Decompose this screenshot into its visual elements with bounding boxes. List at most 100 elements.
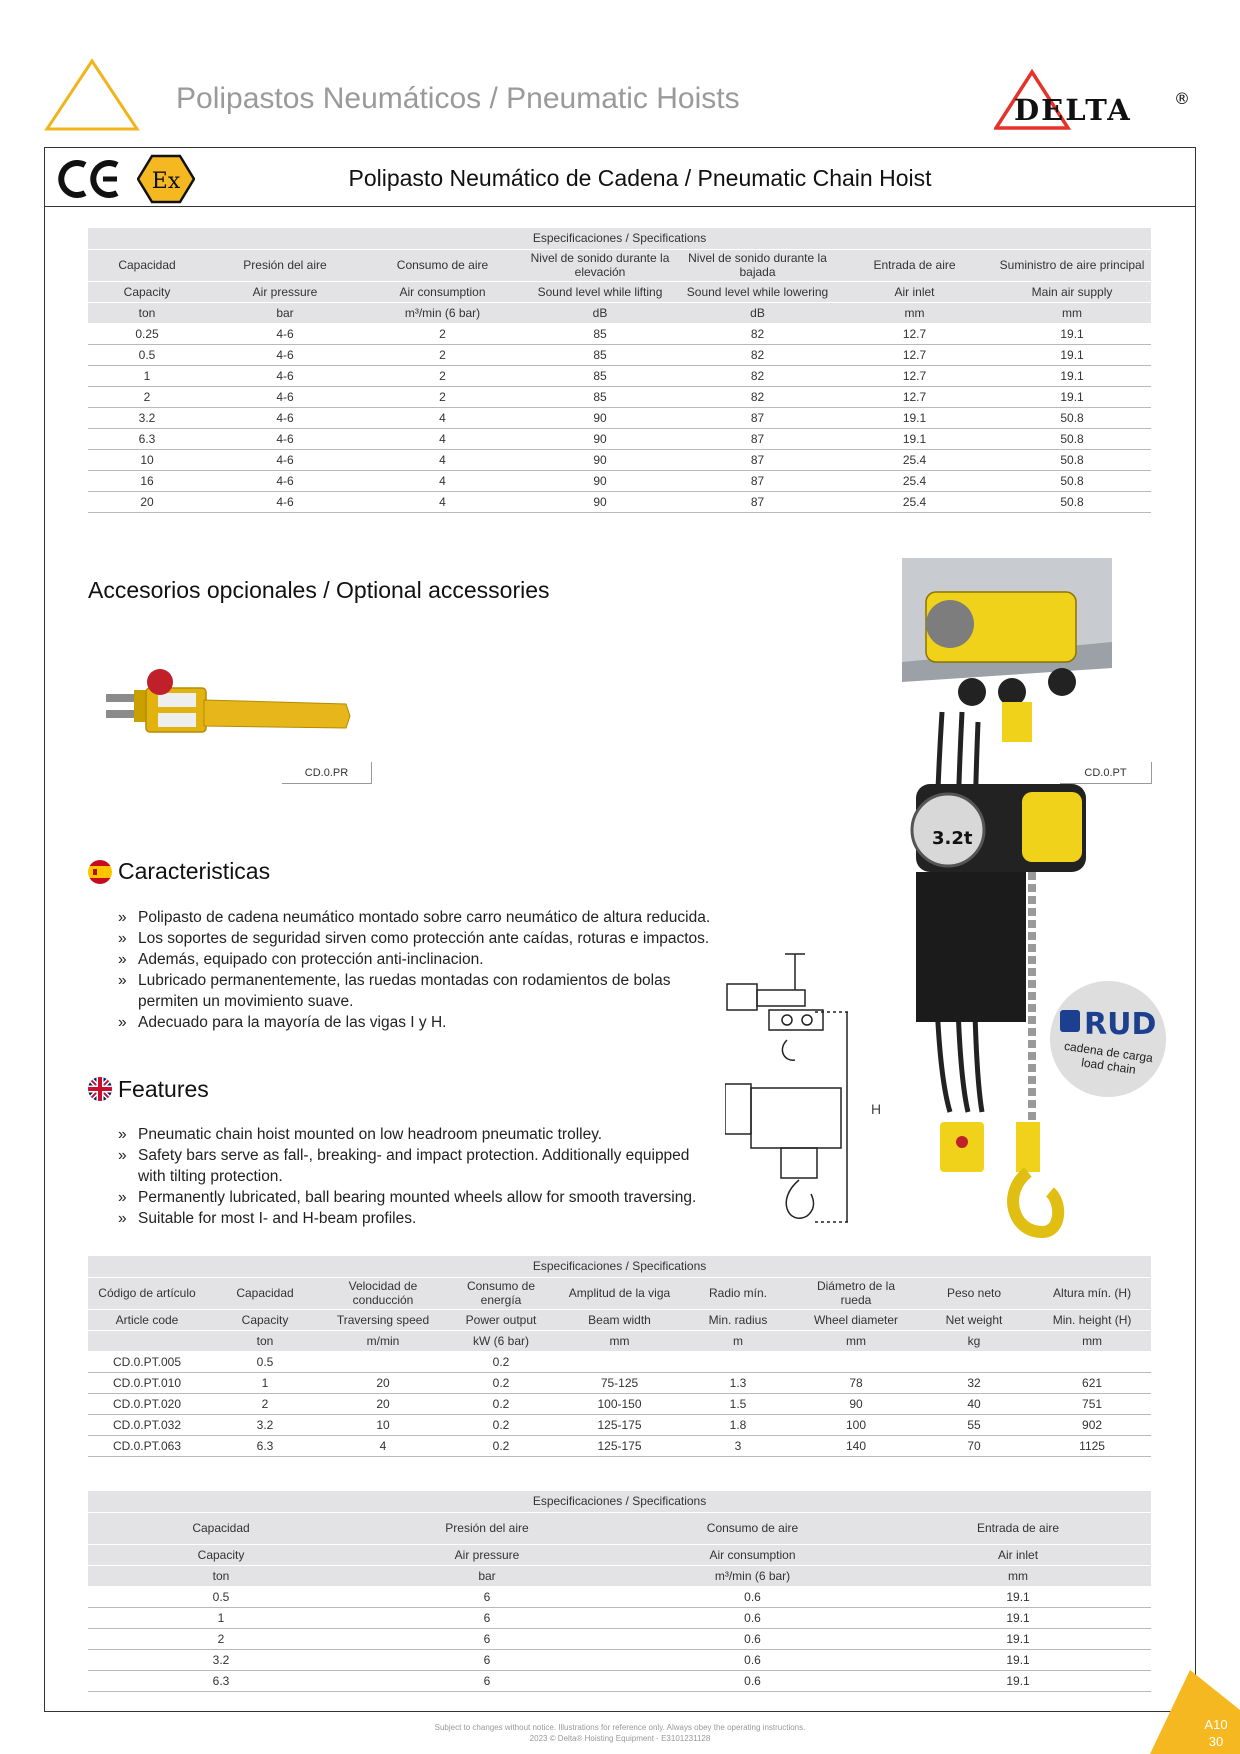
- table-row-cell: 0.2: [442, 1435, 560, 1457]
- table-row-cell: 90: [797, 1393, 915, 1415]
- units-row-cell: dB: [521, 302, 679, 324]
- header-row-es-cell: Capacidad: [88, 249, 206, 282]
- list-item: Suitable for most I- and H-beam profiles…: [118, 1208, 718, 1229]
- table-row-cell: 6: [354, 1670, 620, 1692]
- header-row-es-cell: Consumo de aire: [364, 249, 521, 282]
- table-row-cell: 4: [364, 449, 521, 471]
- units-row-cell: kW (6 bar): [442, 1330, 560, 1352]
- logo-registered-mark: ®: [1174, 89, 1190, 108]
- table-row-cell: 4-6: [206, 491, 364, 513]
- header-row-es-cell: Presión del aire: [354, 1512, 620, 1545]
- table-row-cell: 4: [324, 1435, 442, 1457]
- table-row-cell: 4: [364, 407, 521, 429]
- footer-disclaimer: Subject to changes without notice. Illus…: [434, 1723, 806, 1732]
- table-row-cell: 0.2: [442, 1351, 560, 1373]
- header-row-en-cell: Beam width: [560, 1309, 679, 1331]
- table-row-cell: [1033, 1351, 1152, 1373]
- table-row-cell: CD.0.PT.032: [88, 1414, 206, 1436]
- table-row-cell: 40: [915, 1393, 1033, 1415]
- table-row-cell: 2: [364, 365, 521, 387]
- accessory-label-pr: CD.0.PR: [282, 762, 372, 784]
- table-row-cell: 125-175: [560, 1414, 679, 1436]
- header-row-es-cell: Diámetro de la rueda: [797, 1277, 915, 1310]
- table-row-cell: 12.7: [836, 365, 993, 387]
- table-row-cell: 19.1: [885, 1628, 1152, 1650]
- table-row-cell: 0.6: [620, 1586, 885, 1608]
- list-item: Permanently lubricated, ball bearing mou…: [118, 1187, 718, 1208]
- table-row-cell: 0.5: [88, 1586, 354, 1608]
- table-row-cell: 3.2: [88, 407, 206, 429]
- table-row-cell: [797, 1351, 915, 1373]
- header-row-es-cell: Altura mín. (H): [1033, 1277, 1152, 1310]
- table-row-cell: 70: [915, 1435, 1033, 1457]
- table-row-cell: 82: [679, 365, 836, 387]
- table-row-cell: 4-6: [206, 386, 364, 408]
- table-row-cell: 19.1: [836, 428, 993, 450]
- pneumatic-hoist-image: 3.2t: [902, 558, 1112, 1239]
- table-row-cell: CD.0.PT.005: [88, 1351, 206, 1373]
- table-row-cell: [324, 1351, 442, 1373]
- units-row-cell: mm: [560, 1330, 679, 1352]
- table-row-cell: 25.4: [836, 491, 993, 513]
- table-row-cell: 90: [521, 449, 679, 471]
- table-row-cell: 4-6: [206, 449, 364, 471]
- table-row-cell: 55: [915, 1414, 1033, 1436]
- table-row-cell: 0.6: [620, 1628, 885, 1650]
- header-row-en-cell: Article code: [88, 1309, 206, 1331]
- page-corner-tab: [1150, 1670, 1240, 1754]
- header-row-es-cell: Entrada de aire: [836, 249, 993, 282]
- features-list: Pneumatic chain hoist mounted on low hea…: [118, 1124, 718, 1229]
- units-row-cell: dB: [679, 302, 836, 324]
- table-row-cell: 25.4: [836, 449, 993, 471]
- table-row-cell: 90: [521, 470, 679, 492]
- table-row-cell: 90: [521, 491, 679, 513]
- table-row-cell: 0.6: [620, 1670, 885, 1692]
- table-row-cell: 3: [679, 1435, 797, 1457]
- table-row-cell: 90: [521, 407, 679, 429]
- table-row-cell: 621: [1033, 1372, 1152, 1394]
- header-row-en-cell: Air pressure: [354, 1544, 620, 1566]
- table-row-cell: 20: [324, 1393, 442, 1415]
- table-row-cell: 4-6: [206, 323, 364, 345]
- table-row-cell: 4-6: [206, 428, 364, 450]
- table-row-cell: 4-6: [206, 470, 364, 492]
- table-row-cell: 902: [1033, 1414, 1152, 1436]
- table-row-cell: 0.2: [442, 1414, 560, 1436]
- table-row-cell: 2: [88, 1628, 354, 1650]
- table-row-cell: 2: [88, 386, 206, 408]
- table-row-cell: 0.2: [442, 1393, 560, 1415]
- table-row-cell: 6.3: [88, 1670, 354, 1692]
- table-row-cell: 82: [679, 323, 836, 345]
- units-row-cell: m³/min (6 bar): [620, 1565, 885, 1587]
- product-title: Polipasto Neumático de Cadena / Pneumati…: [348, 165, 932, 191]
- header-row-es-cell: Entrada de aire: [885, 1512, 1152, 1545]
- table-row-cell: 1: [88, 365, 206, 387]
- table-row-cell: 12.7: [836, 386, 993, 408]
- table-row-cell: 6: [354, 1586, 620, 1608]
- table-row-cell: 82: [679, 386, 836, 408]
- table-row-cell: [679, 1351, 797, 1373]
- table-row-cell: 751: [1033, 1393, 1152, 1415]
- atex-ex-icon: Ex: [137, 154, 195, 204]
- header-row-en-cell: Air consumption: [620, 1544, 885, 1566]
- logo-text: DELTA: [1014, 93, 1132, 127]
- table-row-cell: 1: [206, 1372, 324, 1394]
- table-row-cell: 4-6: [206, 344, 364, 366]
- page-number: 30: [1208, 1734, 1224, 1749]
- table-row-cell: 100-150: [560, 1393, 679, 1415]
- table-row-cell: CD.0.PT.063: [88, 1435, 206, 1457]
- content-frame: Ex Polipasto Neumático de Cadena / Pneum…: [44, 147, 1196, 1712]
- table-row-cell: 0.2: [442, 1372, 560, 1394]
- table-row-cell: 82: [679, 344, 836, 366]
- caracteristicas-title: Caracteristicas: [118, 858, 271, 884]
- table-row-cell: 1125: [1033, 1435, 1152, 1457]
